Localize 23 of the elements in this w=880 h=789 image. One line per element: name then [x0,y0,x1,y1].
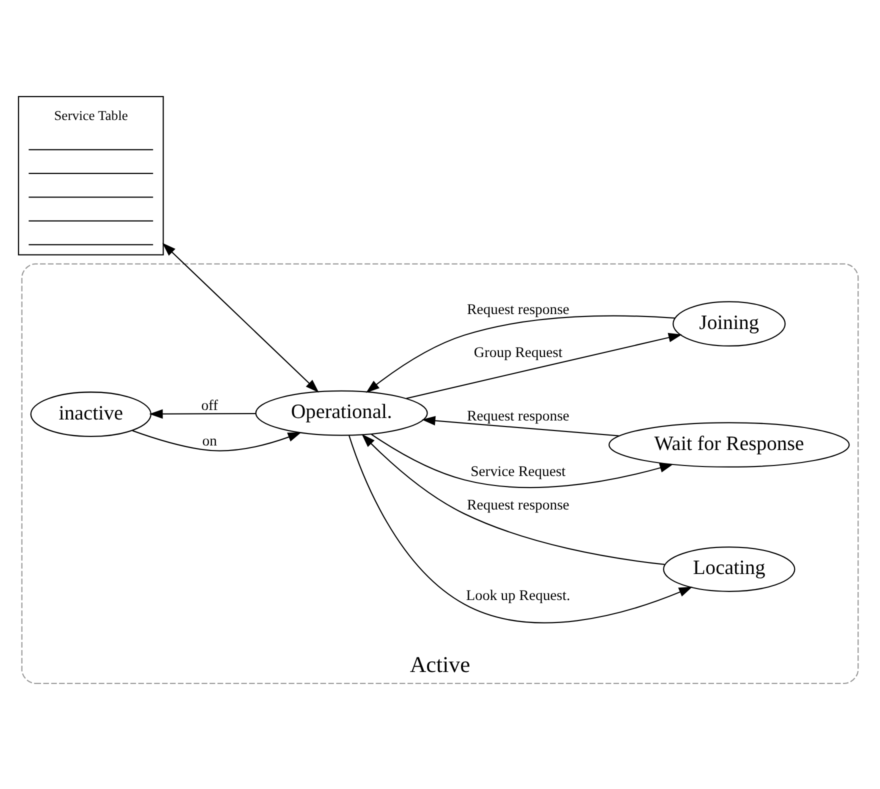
node-box: Service Table [18,96,164,256]
arrow [362,434,665,566]
arrow [422,416,619,436]
edge-label: Request response [466,302,570,318]
node-ellipse: Wait for Response [608,422,850,468]
arrow [162,242,319,393]
arrow [348,435,692,624]
edge-label: on [202,433,217,450]
edge-label: Service Request [470,464,566,480]
edge-label: off [201,398,218,414]
node-ellipse: Locating [663,546,796,592]
arrow [406,332,682,399]
node-ellipse: Operational. [255,390,428,436]
arrow [366,315,675,393]
edge-label: Request response [466,498,570,514]
node-ellipse: Joining [672,301,786,347]
edge-label: Group Request [474,345,562,362]
node-ellipse: inactive [30,392,152,438]
arrow [149,409,256,419]
edge-label: Look up Request. [466,588,570,604]
arrow [371,434,674,488]
edge-label: Request response [466,408,570,424]
arrow [132,430,302,452]
